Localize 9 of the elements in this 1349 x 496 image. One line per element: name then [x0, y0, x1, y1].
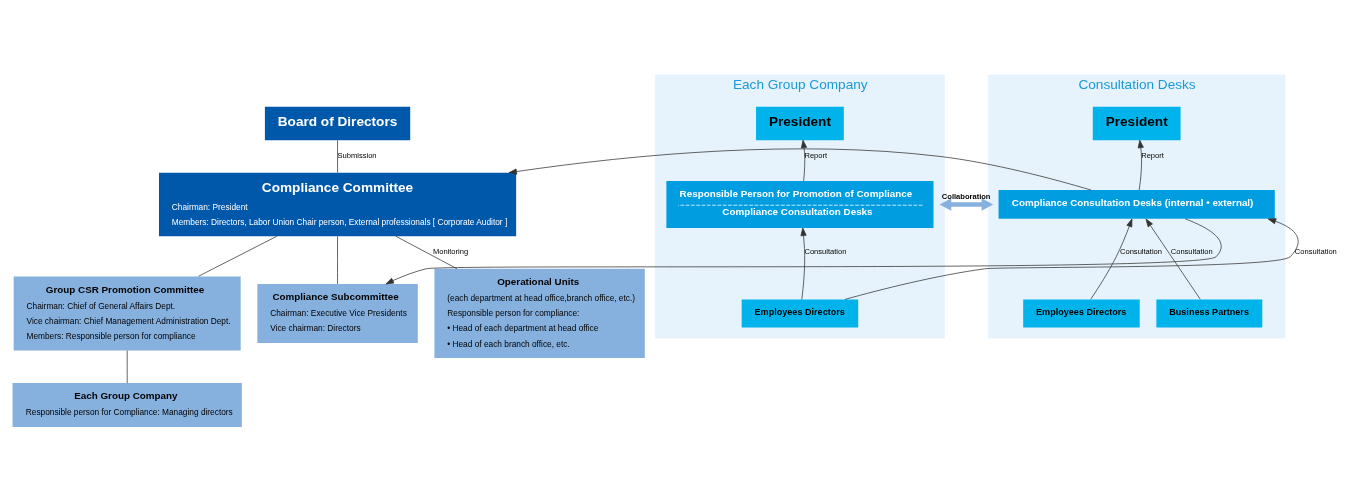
edge-label: Consultation — [804, 247, 847, 257]
edge-label: Monitoring — [432, 247, 469, 257]
edge-label: Report — [1141, 151, 1164, 161]
edge-label: Report — [804, 151, 828, 161]
edge-label: Consultation — [1294, 247, 1337, 257]
edge-label: Submission — [337, 151, 377, 161]
edge-label: Collaboration — [941, 192, 991, 202]
edge-label: Consultation — [1120, 247, 1163, 257]
edge-label: Consultation — [1170, 247, 1213, 257]
